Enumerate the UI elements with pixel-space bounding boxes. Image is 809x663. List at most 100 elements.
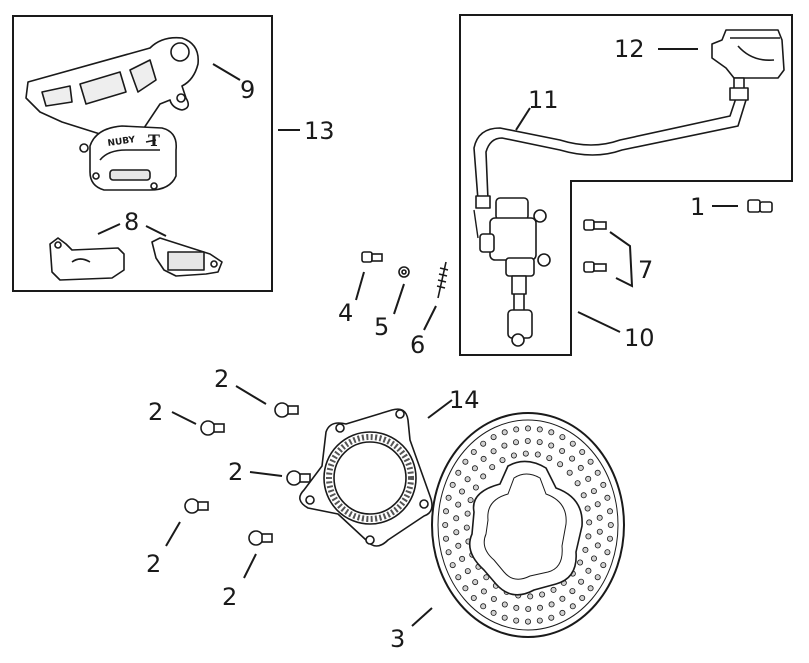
disc-hole bbox=[539, 591, 546, 598]
disc-hole bbox=[449, 481, 456, 488]
disc-hole bbox=[462, 458, 469, 465]
disc-hole bbox=[590, 488, 597, 495]
callout-13: 13 bbox=[304, 117, 335, 145]
disc-hole bbox=[569, 588, 576, 595]
disc-hole bbox=[522, 450, 529, 457]
disc-hole bbox=[442, 508, 449, 515]
disc-hole bbox=[501, 614, 508, 621]
disc-hole bbox=[480, 473, 487, 480]
disc-hole bbox=[607, 535, 614, 542]
abs-tone-ring bbox=[299, 408, 433, 547]
disc-hole bbox=[548, 614, 555, 621]
bolt-part-4 bbox=[361, 251, 383, 263]
disc-hole bbox=[501, 429, 508, 436]
brake-pad-right bbox=[151, 237, 223, 277]
callout-2: 2 bbox=[148, 398, 164, 426]
disc-hole bbox=[449, 562, 456, 569]
disc-hole bbox=[585, 533, 592, 540]
bolts-part-2 bbox=[184, 402, 311, 546]
disc-hole bbox=[585, 475, 592, 482]
leader-lines bbox=[97, 48, 738, 627]
disc-hole bbox=[596, 528, 603, 535]
disc-hole bbox=[566, 469, 573, 476]
disc-hole bbox=[580, 492, 587, 499]
disc-hole bbox=[577, 559, 584, 566]
disc-hole bbox=[480, 603, 487, 610]
disc-hole bbox=[536, 439, 543, 446]
disc-hole bbox=[569, 455, 576, 462]
disc-hole bbox=[490, 609, 497, 616]
disc-hole bbox=[586, 519, 593, 526]
brake-hose bbox=[473, 87, 749, 239]
callout-5: 5 bbox=[374, 313, 390, 341]
disc-hole bbox=[557, 461, 564, 468]
disc-hole bbox=[527, 593, 534, 600]
disc-hole bbox=[604, 494, 611, 501]
disc-hole bbox=[445, 549, 452, 556]
disc-hole bbox=[490, 448, 497, 455]
disc-hole bbox=[455, 501, 462, 508]
spring-pin-part-6 bbox=[436, 261, 449, 299]
disc-hole bbox=[490, 434, 497, 441]
disc-hole bbox=[455, 469, 462, 476]
callout-14: 14 bbox=[449, 386, 480, 414]
disc-hole bbox=[537, 604, 544, 611]
callout-2: 2 bbox=[228, 458, 244, 486]
disc-hole bbox=[513, 439, 520, 446]
disc-hole bbox=[591, 555, 598, 562]
fluid-reservoir bbox=[711, 29, 785, 91]
caliper-brand-logo: NUBY bbox=[107, 135, 136, 149]
callout-2: 2 bbox=[222, 583, 238, 611]
disc-hole bbox=[453, 515, 460, 522]
disc-hole bbox=[600, 481, 607, 488]
disc-hole bbox=[464, 568, 471, 575]
disc-hole bbox=[453, 529, 460, 536]
disc-hole bbox=[480, 588, 487, 595]
disc-hole bbox=[536, 617, 543, 624]
caliper-assembly-box bbox=[12, 15, 273, 292]
disc-hole bbox=[569, 440, 576, 447]
disc-hole bbox=[455, 574, 462, 581]
disc-hole bbox=[569, 603, 576, 610]
callout-12: 12 bbox=[614, 35, 645, 63]
disc-hole bbox=[499, 457, 506, 464]
disc-hole bbox=[577, 464, 584, 471]
disc-hole bbox=[442, 535, 449, 542]
callout-2: 2 bbox=[146, 550, 162, 578]
disc-hole bbox=[579, 595, 586, 602]
disc-hole bbox=[546, 455, 553, 462]
master-cylinder bbox=[479, 197, 551, 347]
disc-hole bbox=[501, 601, 508, 608]
disc-hole bbox=[574, 480, 581, 487]
disc-hole bbox=[582, 546, 589, 553]
callout-11: 11 bbox=[528, 86, 559, 114]
callout-1: 1 bbox=[690, 193, 706, 221]
disc-hole bbox=[459, 555, 466, 562]
caliper-mark-logo: T bbox=[148, 131, 160, 150]
disc-hole bbox=[559, 609, 566, 616]
disc-hole bbox=[470, 595, 477, 602]
disc-hole bbox=[471, 465, 478, 472]
disc-hole bbox=[480, 440, 487, 447]
disc-hole bbox=[513, 426, 520, 433]
callout-8: 8 bbox=[124, 208, 140, 236]
disc-hole bbox=[513, 604, 520, 611]
disc-hole bbox=[536, 426, 543, 433]
brake-pad-left bbox=[49, 237, 125, 281]
master-cylinder-assembly-box bbox=[459, 14, 793, 356]
disc-hole bbox=[464, 476, 471, 483]
disc-hole bbox=[559, 434, 566, 441]
disc-hole bbox=[463, 524, 470, 531]
disc-hole bbox=[607, 522, 614, 529]
disc-hole bbox=[490, 596, 497, 603]
caliper-body bbox=[79, 125, 178, 191]
callout-9: 9 bbox=[240, 76, 256, 104]
caliper-bracket bbox=[25, 36, 199, 137]
disc-hole bbox=[470, 448, 477, 455]
disc-carrier bbox=[468, 460, 583, 596]
callout-7: 7 bbox=[638, 256, 654, 284]
bolts-part-7 bbox=[583, 219, 607, 273]
callout-4: 4 bbox=[338, 299, 354, 327]
disc-hole bbox=[607, 508, 614, 515]
